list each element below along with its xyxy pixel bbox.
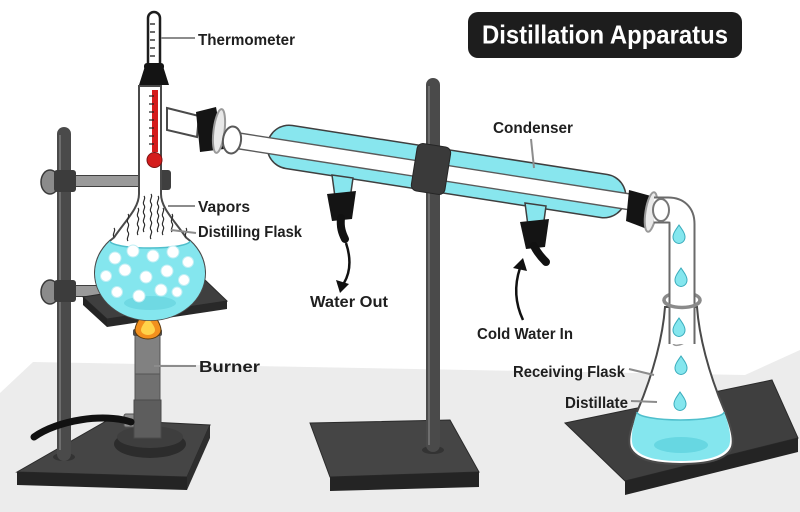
annotations: Thermometer Vapors Distilling Flask Burn… bbox=[154, 32, 658, 412]
condenser-clamp[interactable] bbox=[410, 143, 452, 196]
distillate-label: Distillate bbox=[565, 395, 628, 412]
bubble bbox=[126, 244, 140, 258]
vapor-squiggle bbox=[112, 227, 116, 238]
bubble bbox=[154, 283, 168, 297]
water-out-label: Water Out bbox=[310, 294, 389, 311]
cold-water-in-arrowhead bbox=[513, 258, 527, 271]
title-banner: Distillation Apparatus bbox=[468, 12, 742, 58]
left-stand-base-side bbox=[187, 425, 210, 490]
right-base-front bbox=[625, 438, 798, 495]
condenser-label: Condenser bbox=[493, 120, 573, 137]
vapor-squiggle bbox=[149, 193, 153, 240]
bubble bbox=[171, 286, 183, 298]
bubble bbox=[182, 256, 194, 268]
cold-water-in-stopper[interactable] bbox=[520, 219, 549, 249]
droplet bbox=[673, 391, 687, 411]
mercury-column bbox=[152, 90, 158, 152]
receiving-flask-label: Receiving Flask bbox=[513, 364, 625, 381]
liquid-surface-line bbox=[109, 240, 191, 249]
vapors-label: Vapors bbox=[198, 199, 250, 216]
left-stand-base-front bbox=[17, 472, 187, 490]
receiving-flask bbox=[628, 290, 734, 466]
collected-distillate-liquid bbox=[631, 412, 731, 461]
thermometer-label: Thermometer bbox=[198, 32, 295, 49]
bubble bbox=[108, 251, 122, 265]
mercury-bulb bbox=[146, 152, 163, 168]
water-out-arrowhead bbox=[336, 280, 349, 293]
distillate-droplets bbox=[672, 224, 688, 411]
plate-front-left bbox=[83, 297, 107, 327]
clamp-collar-lower bbox=[54, 280, 76, 302]
droplet bbox=[672, 317, 686, 337]
condenser-pointer bbox=[530, 138, 535, 169]
vapor-squiggle bbox=[126, 213, 130, 242]
bubble bbox=[132, 289, 146, 303]
distillate-surface-line bbox=[636, 411, 725, 421]
vapor-squiggles bbox=[112, 193, 188, 242]
side-arm-tube bbox=[166, 106, 201, 139]
distilling-flask bbox=[94, 85, 206, 322]
cold-water-in-label: Cold Water In bbox=[477, 326, 573, 343]
vapor-squiggle bbox=[136, 207, 140, 236]
inner-tube-opening bbox=[221, 125, 243, 155]
bubble bbox=[178, 274, 190, 286]
droplet bbox=[672, 224, 686, 244]
bubble bbox=[100, 270, 112, 282]
mouth-ring-front bbox=[662, 299, 702, 310]
burner-tube-upper bbox=[134, 332, 161, 375]
bubble bbox=[160, 264, 174, 278]
droplet bbox=[674, 355, 688, 375]
bubble bbox=[118, 263, 132, 277]
droplet bbox=[674, 267, 688, 287]
burner-tube-lower bbox=[133, 399, 162, 439]
delivery-adapter bbox=[652, 196, 702, 344]
cold-water-in-hose bbox=[530, 242, 550, 266]
bubble bbox=[111, 286, 123, 298]
burner-flame bbox=[134, 305, 162, 340]
burner-tube-mid[interactable] bbox=[134, 373, 161, 401]
boiling-bubbles bbox=[100, 244, 194, 303]
bubble bbox=[139, 270, 153, 284]
water-out-hose bbox=[336, 214, 349, 243]
gas-hose bbox=[30, 414, 135, 441]
adapter-inner-opening bbox=[652, 198, 670, 222]
thermometer bbox=[139, 10, 169, 168]
clamp-collar-upper bbox=[54, 170, 76, 192]
water-out-stopper[interactable] bbox=[327, 191, 356, 221]
liquid-bottom-shade bbox=[124, 296, 176, 310]
page-title: Distillation Apparatus bbox=[482, 20, 728, 50]
middle-stand-base-top bbox=[309, 419, 480, 478]
burner-label: Burner bbox=[199, 359, 260, 376]
middle-stand-base-front bbox=[330, 472, 479, 491]
vapor-squiggle bbox=[142, 195, 146, 233]
thermometer-stopper[interactable] bbox=[139, 66, 169, 85]
title-box bbox=[468, 12, 742, 58]
thermometer-stopper-top bbox=[144, 63, 164, 70]
cold-water-in-arrow bbox=[514, 267, 525, 321]
side-arm bbox=[166, 106, 227, 154]
distilling-flask-pointer bbox=[170, 229, 197, 234]
bubble bbox=[166, 245, 180, 259]
vapor-squiggle bbox=[156, 195, 160, 233]
distilling-flask-label: Distilling Flask bbox=[198, 224, 302, 241]
vapor-squiggle bbox=[161, 207, 165, 236]
bubble bbox=[146, 249, 160, 263]
water-out-arrow bbox=[342, 242, 351, 284]
thermometer-scale-lower bbox=[149, 95, 154, 145]
receiving-flask-pointer bbox=[628, 368, 655, 376]
distillate-pointer bbox=[630, 400, 658, 403]
flame-inner bbox=[141, 318, 155, 335]
distillate-bottom-shade bbox=[654, 437, 708, 453]
